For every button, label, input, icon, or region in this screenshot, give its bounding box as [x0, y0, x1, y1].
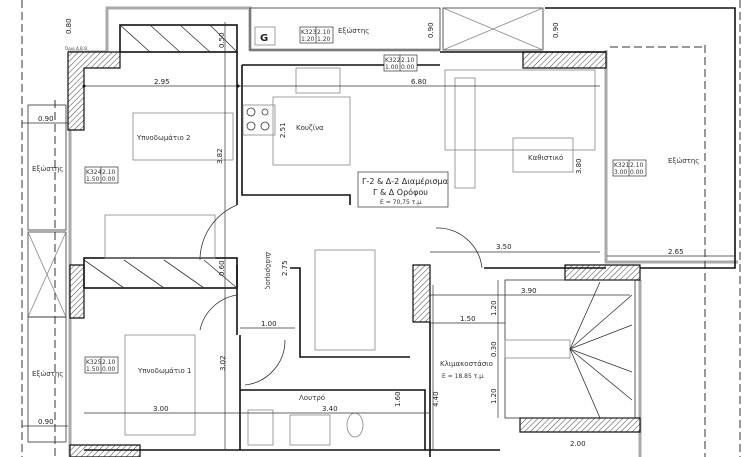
staircase [504, 279, 636, 419]
dimension-label: 2.65 [668, 248, 684, 256]
dimension-label: 1.50 [460, 315, 476, 323]
room-label-staircase: Κλιμακοστάσιο [440, 360, 493, 368]
window-width: 1.50 [86, 176, 100, 183]
room-label-living: Καθιστικό [528, 154, 563, 162]
room-label-bedroom2: Υπνοδωμάτιο 2 [136, 134, 190, 142]
window-width: 3.00 [614, 169, 628, 176]
dimension-label: 1.00 [261, 320, 277, 328]
window-tag-k323: K323 2.10 1.20 1.20 [299, 26, 334, 44]
g-marker-box [254, 26, 276, 46]
window-id: K323 [301, 29, 317, 36]
dimension-label: 2.00 [570, 440, 586, 448]
apartment-name: Γ-2 & Δ-2 Διαμέρισμα [362, 176, 448, 186]
dimension-label: 1.20 [490, 300, 498, 316]
window-sill: 0.00 [630, 169, 644, 176]
dimension-label: 1.20 [490, 388, 498, 404]
dimension-label: 0.50 [218, 32, 226, 48]
window-width: 1.00 [385, 64, 399, 71]
apartment-area: E = 70,75 τ.μ. [380, 199, 423, 206]
window-sill: 0.00 [401, 64, 415, 71]
building-outline [21, 0, 741, 457]
window-width: 1.50 [86, 366, 100, 373]
dimension-label: 0.80 [65, 18, 73, 34]
apartment-floor: Γ & Δ Ορόφου [373, 187, 428, 197]
furniture [104, 67, 596, 446]
dimension-label: 0.90 [427, 22, 435, 38]
window-sill: 0.00 [102, 176, 116, 183]
dimension-label: 0.90 [552, 22, 560, 38]
room-label-corridor: Διάδρομος [264, 252, 272, 290]
boundary-label: Όρια Δ.Β.Θ. [64, 46, 89, 51]
room-label-bedroom1: Υπνοδωμάτιο 1 [137, 367, 191, 375]
dimension-label: 4.40 [432, 391, 440, 407]
dimension-label: 0.30 [490, 341, 498, 357]
window-tag-k322: K322 2.10 1.00 0.00 [383, 54, 418, 72]
window-tag-k325: K325 2.10 1.50 0.00 [84, 356, 119, 374]
dimension-label: 3.90 [521, 287, 537, 295]
room-label-kitchen: Κουζίνα [296, 124, 324, 132]
staircase-area: E = 18.85 τ.μ. [442, 373, 485, 380]
dimension-label: 2.75 [281, 260, 289, 276]
window-id: K324 [86, 169, 102, 176]
window-id: K321 [614, 162, 630, 169]
window-height: 2.10 [102, 169, 116, 176]
dimension-label: 3.50 [496, 243, 512, 251]
dimension-label: 6.80 [411, 78, 427, 86]
window-sill: 1.20 [317, 36, 331, 43]
balconies [27, 7, 736, 443]
window-height: 2.10 [102, 359, 116, 366]
window-height: 2.10 [317, 29, 331, 36]
dimension-label: 0.60 [218, 260, 226, 276]
dimension-label: 3.40 [322, 405, 338, 413]
doors [199, 204, 483, 386]
room-label-bathroom: Λουτρό [299, 394, 325, 402]
wardrobes [83, 24, 238, 289]
window-id: K322 [385, 57, 401, 64]
window-sill: 0.00 [102, 366, 116, 373]
dimension-label: 3.00 [153, 405, 169, 413]
room-label-balcony-top: Εξώστης [338, 27, 369, 35]
dimension-label: 3.80 [575, 158, 583, 174]
g-marker: G [260, 33, 268, 44]
walls [67, 24, 641, 457]
room-label-balcony-right: Εξώστης [668, 157, 699, 165]
window-tag-k324: K324 2.10 1.50 0.00 [84, 166, 119, 184]
dimension-label: 2.51 [279, 122, 287, 138]
dimension-labels: 0.80 0.50 0.90 0.90 2.95 6.80 0.90 3.82 … [38, 18, 684, 448]
dimension-label: 2.95 [154, 78, 170, 86]
apartment-title-block: Γ-2 & Δ-2 Διαμέρισμα Γ & Δ Ορόφου E = 70… [357, 171, 449, 208]
dimension-label: 0.90 [38, 115, 54, 123]
window-width: 1.20 [301, 36, 315, 43]
dimension-lines [22, 22, 735, 450]
dimension-label: 1.60 [394, 391, 402, 407]
dimension-label: 3.02 [219, 355, 227, 371]
dimension-label: 3.82 [216, 148, 224, 164]
window-height: 2.10 [630, 162, 644, 169]
dimension-label: 0.90 [38, 418, 54, 426]
window-tag-k321: K321 2.10 3.00 0.00 [612, 159, 647, 177]
room-label-balcony-left-upper: Εξώστης [32, 165, 63, 173]
window-id: K325 [86, 359, 102, 366]
window-height: 2.10 [401, 57, 415, 64]
room-label-balcony-left-lower: Εξώστης [32, 370, 63, 378]
